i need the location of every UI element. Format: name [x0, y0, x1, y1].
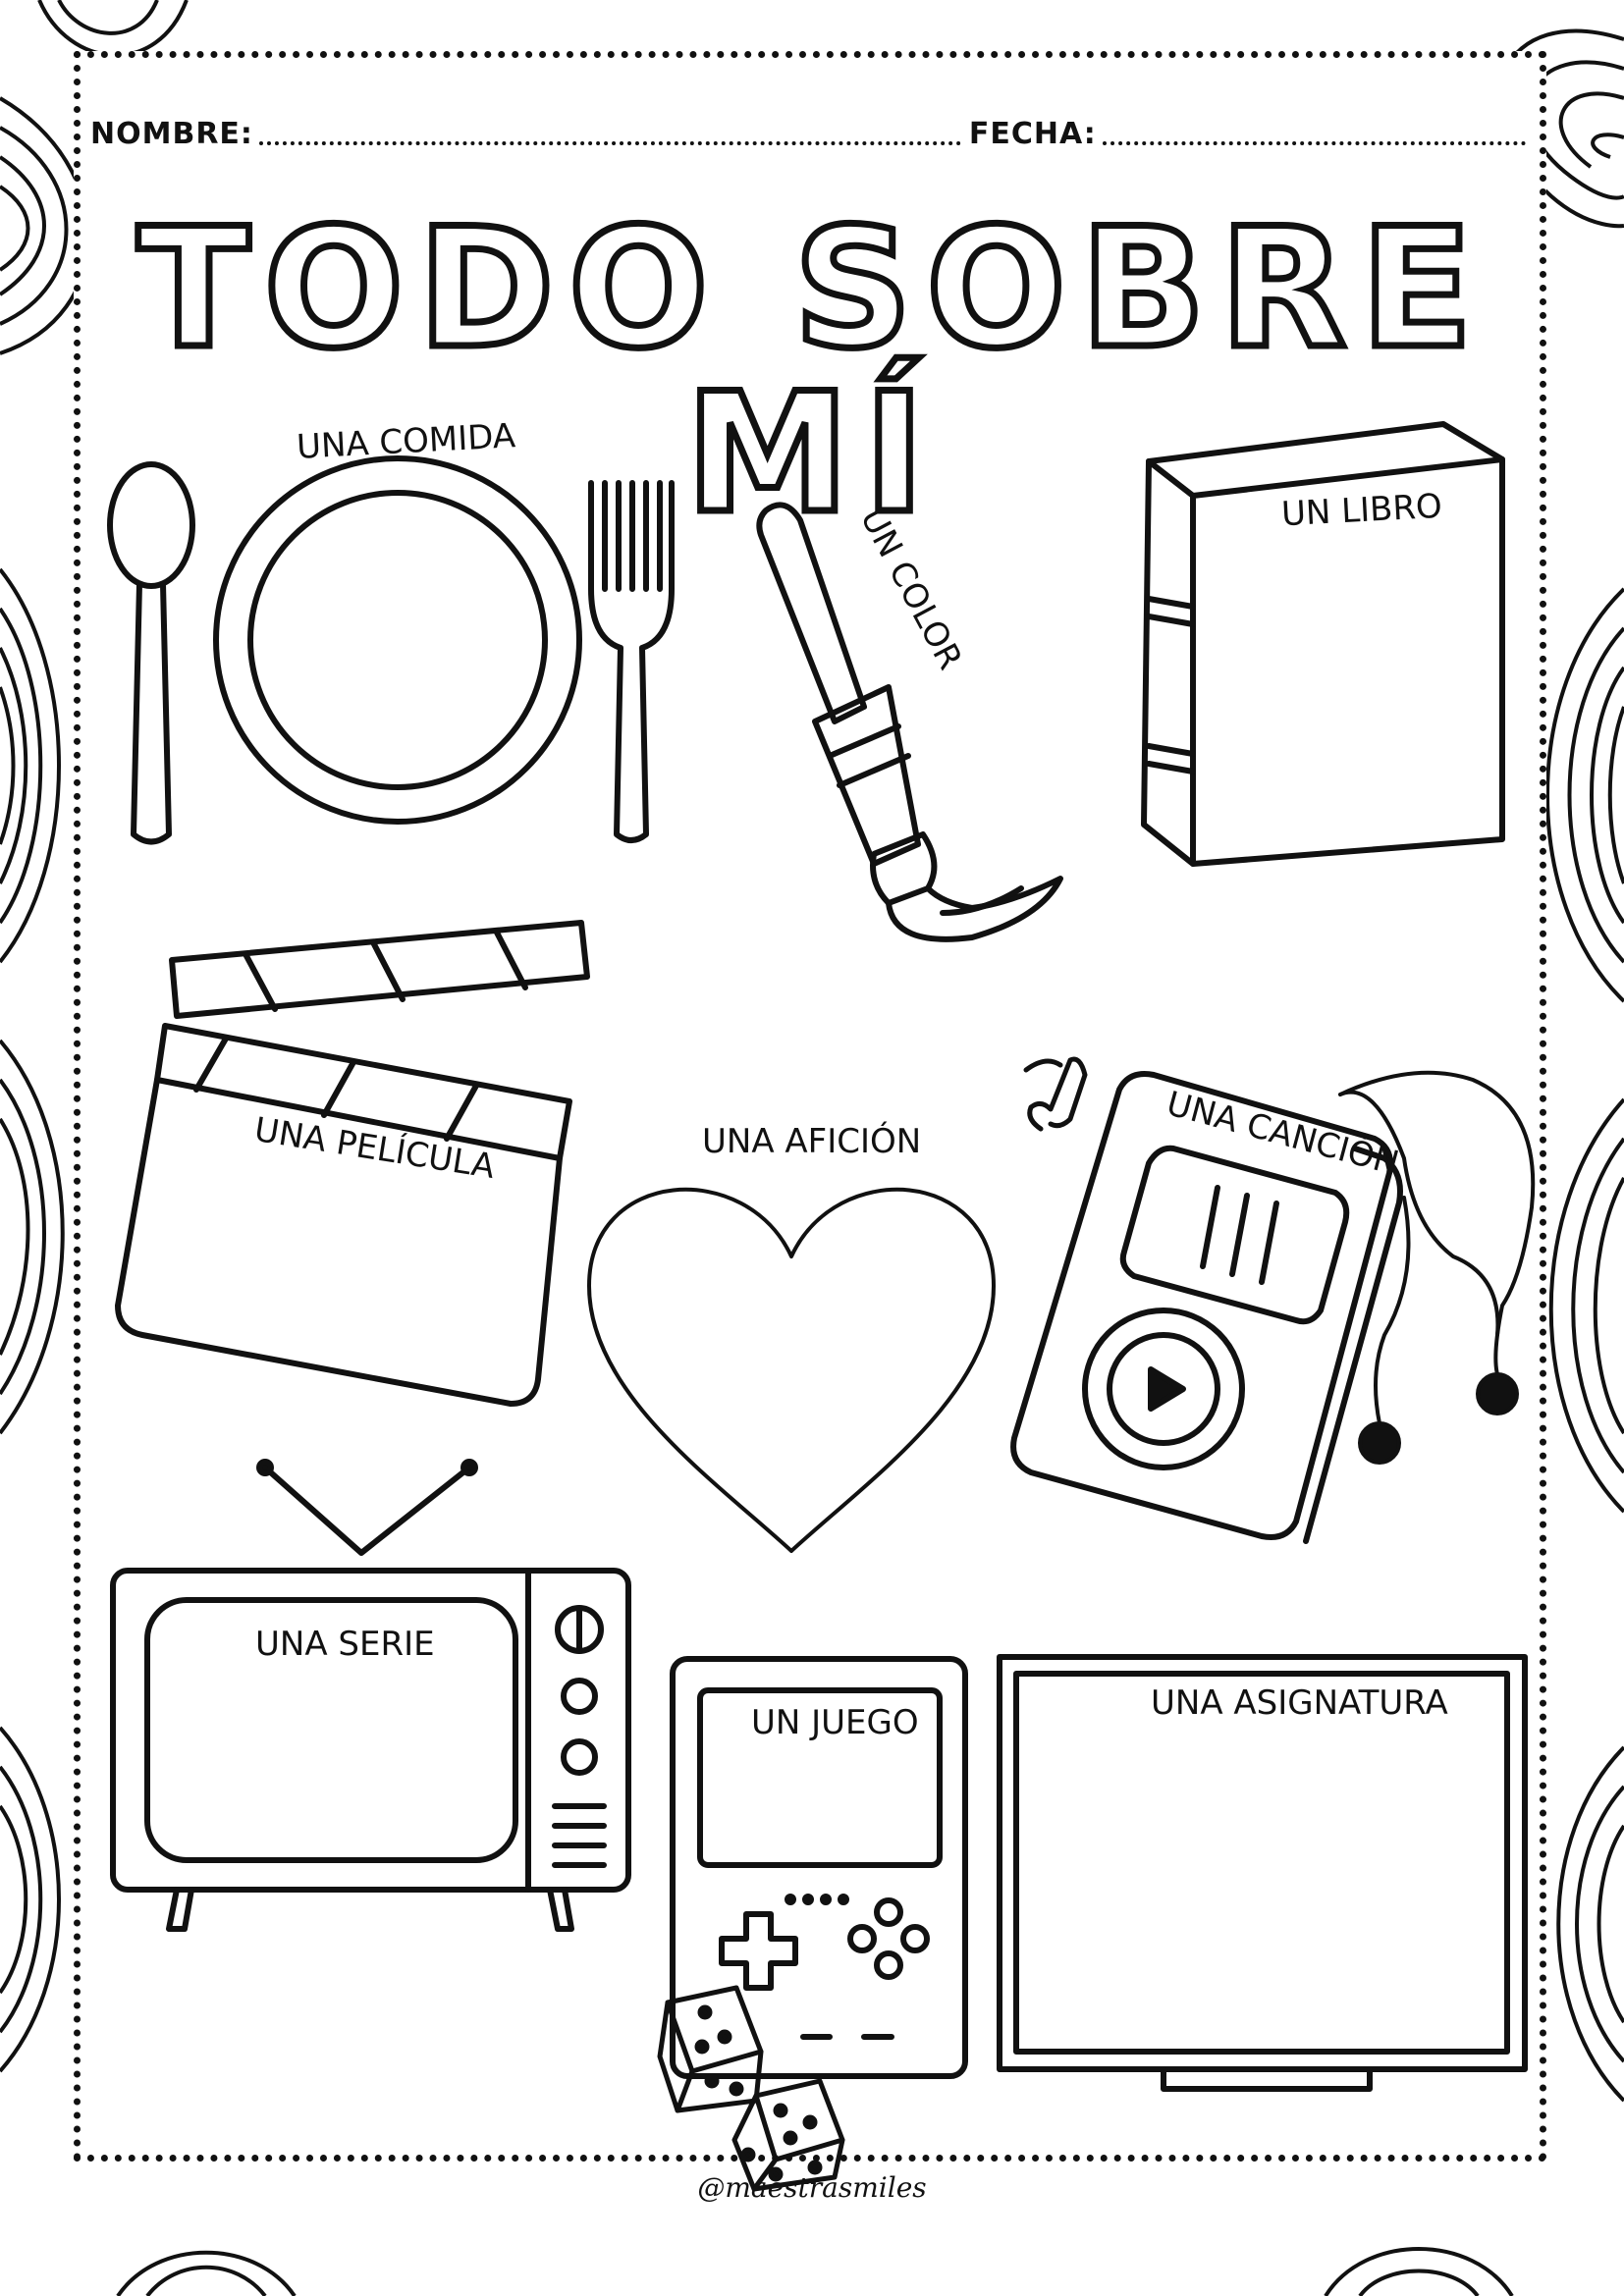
heart-icon [587, 1187, 996, 1553]
subject-caption: UNA ASIGNATURA [1151, 1683, 1448, 1723]
wave-bottom [116, 2247, 1514, 2296]
earphones-icon [1338, 1070, 1536, 1465]
wave-left-bottom [0, 1726, 61, 2073]
series-caption: UNA SERIE [255, 1625, 435, 1664]
header-row: NOMBRE: FECHA: [90, 110, 1534, 149]
page-paper [74, 51, 1546, 2162]
hobby-caption: UNA AFICIÓN [702, 1122, 922, 1161]
fork-icon [588, 480, 675, 843]
book-caption: UN LIBRO [1280, 486, 1443, 535]
clapperboard-icon [115, 920, 590, 1407]
game-caption: UN JUEGO [751, 1703, 919, 1742]
plate-icon [213, 455, 582, 825]
game-console-icon [670, 1656, 968, 2079]
wave-right-bottom [1556, 1745, 1624, 2103]
date-line[interactable] [1102, 135, 1526, 145]
tv-icon [110, 1459, 631, 1932]
credit-handle: @maestrasmiles [697, 2171, 927, 2204]
music-note-icon [1023, 1056, 1088, 1132]
wave-left-mid [0, 567, 65, 1435]
spoon-icon [107, 461, 195, 845]
wave-right-mid [1545, 587, 1624, 1514]
dotted-border [74, 51, 1546, 2162]
page-title: TODO SOBRE MÍ [134, 192, 1488, 550]
name-label: NOMBRE: [90, 117, 253, 151]
paintbrush-icon [756, 502, 1063, 942]
book-icon [1141, 421, 1505, 867]
name-line[interactable] [258, 135, 961, 145]
music-player-icon [1010, 1071, 1403, 1544]
dice-icon [657, 1985, 845, 2192]
whiteboard-icon [997, 1654, 1528, 2092]
date-label: FECHA: [968, 117, 1097, 151]
